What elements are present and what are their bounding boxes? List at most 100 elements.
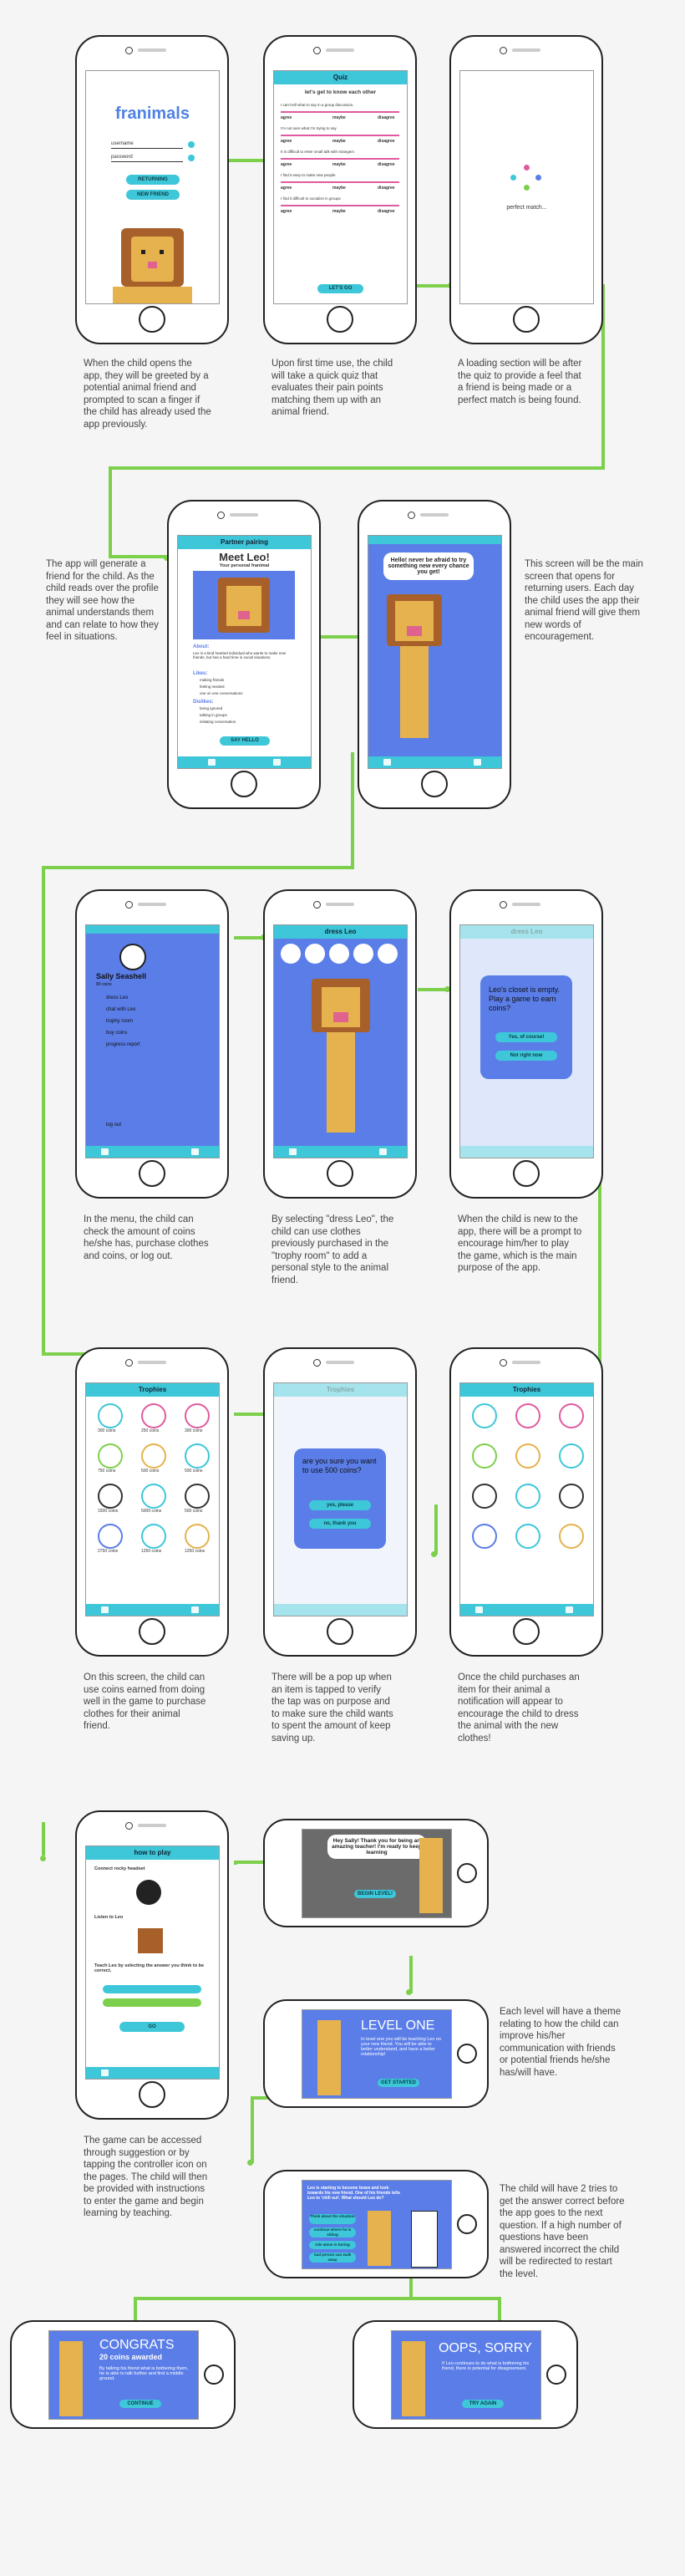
menu-item-buy-coins[interactable]: buy coins <box>106 1031 128 1036</box>
trophy-item[interactable] <box>185 1484 210 1509</box>
trophy-item[interactable] <box>141 1403 166 1428</box>
new-friend-button[interactable]: NEW FRIEND <box>126 190 180 200</box>
phone-pairing: Partner pairing Meet Leo! Your personal … <box>167 500 321 809</box>
trophy-item[interactable] <box>98 1484 123 1509</box>
controller-icon[interactable] <box>474 759 481 766</box>
trophy-item[interactable] <box>185 1524 210 1549</box>
quiz-slider[interactable] <box>281 135 399 136</box>
trophy-item[interactable] <box>472 1524 497 1549</box>
quiz-slider[interactable] <box>281 205 399 206</box>
answer-option-1[interactable]: Think about the situation <box>309 2214 356 2224</box>
answer-option-4[interactable]: Sad person can walk away <box>309 2253 356 2263</box>
fingerprint-icon[interactable] <box>188 155 195 161</box>
level-title: LEVEL ONE <box>361 2019 435 2033</box>
phone-loading: perfect match... <box>449 35 603 344</box>
desc-quiz: Upon first time use, the child will take… <box>271 359 393 417</box>
controller-icon[interactable] <box>191 1148 199 1155</box>
bottom-nav <box>368 756 501 768</box>
menu-icon[interactable] <box>208 759 216 766</box>
trophy-price: 300 coins <box>185 1428 203 1433</box>
trophy-item[interactable] <box>559 1484 584 1509</box>
trophy-item[interactable] <box>472 1443 497 1469</box>
listen-icon <box>138 1928 163 1953</box>
answer-option[interactable] <box>103 1998 201 2007</box>
maybe-label: maybe <box>332 115 346 120</box>
lion-character <box>419 1838 443 1913</box>
menu-icon[interactable] <box>101 1148 109 1155</box>
menu-item-chat[interactable]: chat with Leo <box>106 1007 136 1012</box>
coin-count: 80 coins <box>96 982 112 987</box>
controller-icon[interactable] <box>273 759 281 766</box>
clothing-slot[interactable] <box>305 944 325 964</box>
quiz-slider[interactable] <box>281 181 399 183</box>
returning-button[interactable]: RETURNING <box>126 175 180 185</box>
trophy-item[interactable] <box>472 1403 497 1428</box>
clothing-slot[interactable] <box>329 944 349 964</box>
trophy-item[interactable] <box>559 1443 584 1469</box>
get-started-button[interactable]: GET STARTED <box>378 2079 419 2087</box>
tablet-congrats: CONGRATS 20 coins awarded By talking his… <box>10 2320 236 2429</box>
go-button[interactable]: GO <box>119 2022 185 2032</box>
trophy-item[interactable] <box>185 1403 210 1428</box>
quiz-slider[interactable] <box>281 158 399 160</box>
trophy-item[interactable] <box>559 1524 584 1549</box>
menu-icon[interactable] <box>383 759 391 766</box>
trophy-item[interactable] <box>515 1403 540 1428</box>
loading-label: perfect match... <box>506 205 547 211</box>
clothing-slot[interactable] <box>353 944 373 964</box>
oops-text: If Leo continues to do what is bothering… <box>442 2361 530 2371</box>
trophy-item[interactable] <box>141 1443 166 1469</box>
trophy-item[interactable] <box>515 1484 540 1509</box>
menu-item-dress-leo[interactable]: dress Leo <box>106 995 129 1000</box>
answer-option-3[interactable]: ride alone is boring <box>309 2241 356 2249</box>
disagree-label: disagree <box>378 139 395 144</box>
trophy-item[interactable] <box>141 1484 166 1509</box>
not-now-button[interactable]: Not right now <box>495 1051 557 1061</box>
menu-item-trophy-room[interactable]: trophy room <box>106 1019 134 1024</box>
clothing-slot[interactable] <box>378 944 398 964</box>
menu-icon[interactable] <box>101 1606 109 1613</box>
answer-option-2[interactable]: continue where he is sitting <box>309 2227 356 2237</box>
controller-icon[interactable] <box>379 1148 387 1155</box>
quiz-slider[interactable] <box>281 111 399 113</box>
continue-button[interactable]: CONTINUE <box>119 2400 161 2408</box>
no-thank-you-button[interactable]: no, thank you <box>309 1519 371 1529</box>
try-again-button[interactable]: TRY AGAIN <box>462 2400 504 2408</box>
lets-go-button[interactable]: LET'S GO <box>317 284 363 293</box>
trophy-item[interactable] <box>515 1443 540 1469</box>
trophy-item[interactable] <box>559 1403 584 1428</box>
disagree-label: disagree <box>378 186 395 191</box>
begin-level-button[interactable]: BEGIN LEVEL! <box>354 1890 396 1898</box>
say-hello-button[interactable]: SAY HELLO <box>220 736 270 746</box>
yes-please-button[interactable]: yes, please <box>309 1500 371 1510</box>
clothing-slot[interactable] <box>281 944 301 964</box>
password-input[interactable] <box>111 161 183 162</box>
agree-label: agree <box>281 115 292 120</box>
trophy-item[interactable] <box>515 1524 540 1549</box>
trophy-item[interactable] <box>185 1443 210 1469</box>
phone-quiz: Quiz let's get to know each other I can'… <box>263 35 417 344</box>
menu-icon[interactable] <box>475 1606 483 1613</box>
menu-item-log-out[interactable]: log out <box>106 1123 122 1128</box>
fingerprint-icon[interactable] <box>188 141 195 148</box>
disagree-label: disagree <box>378 209 395 214</box>
trophy-item[interactable] <box>472 1484 497 1509</box>
yes-play-button[interactable]: Yes, of course! <box>495 1032 557 1042</box>
trophy-item[interactable] <box>98 1403 123 1428</box>
lion-character <box>387 594 445 745</box>
bottom-nav <box>86 1146 219 1158</box>
controller-icon[interactable] <box>191 1606 199 1613</box>
lion-illustration <box>113 221 192 303</box>
menu-icon[interactable] <box>101 2069 109 2076</box>
menu-icon[interactable] <box>289 1148 297 1155</box>
username-input[interactable] <box>111 148 183 149</box>
menu-item-progress[interactable]: progress report <box>106 1042 140 1047</box>
trophy-item[interactable] <box>141 1524 166 1549</box>
trophy-item[interactable] <box>98 1443 123 1469</box>
trophy-item[interactable] <box>98 1524 123 1549</box>
agree-label: agree <box>281 162 292 167</box>
answer-option[interactable] <box>103 1985 201 1993</box>
controller-icon[interactable] <box>566 1606 573 1613</box>
trophy-price: 2750 coins <box>98 1549 119 1554</box>
trophy-price: 500 coins <box>141 1469 160 1474</box>
